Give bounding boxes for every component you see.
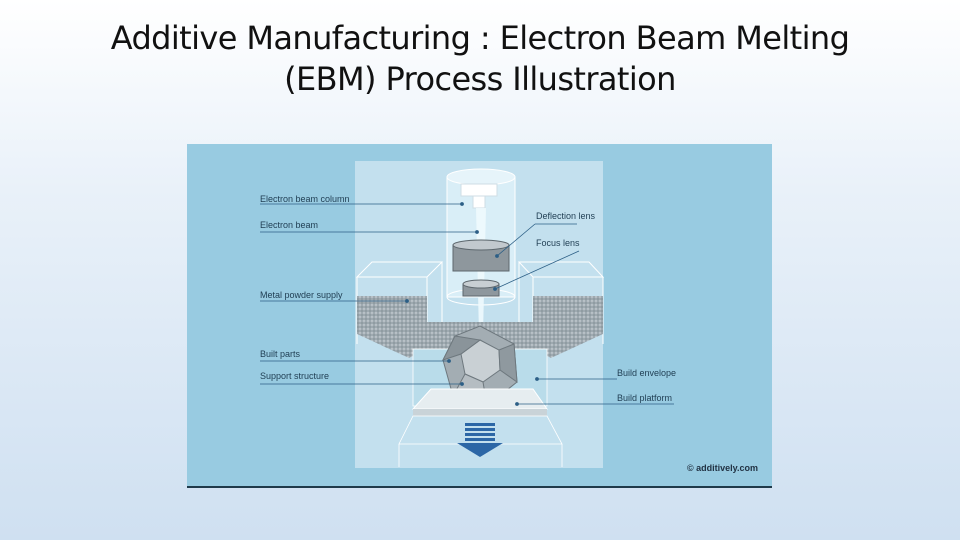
build-platform — [413, 389, 547, 416]
label-build-envelope: Build envelope — [617, 368, 676, 378]
deflection-lens — [453, 240, 509, 271]
credit-text: © additively.com — [687, 463, 758, 473]
label-build-platform: Build platform — [617, 393, 672, 403]
title-line-2: (EBM) Process Illustration — [0, 59, 960, 100]
ebm-process-diagram: Electron beam column Electron beam Metal… — [187, 144, 772, 488]
label-electron-beam-column: Electron beam column — [260, 194, 350, 204]
label-metal-powder-supply: Metal powder supply — [260, 290, 343, 300]
label-electron-beam: Electron beam — [260, 220, 318, 230]
label-focus-lens: Focus lens — [536, 238, 580, 248]
label-deflection-lens: Deflection lens — [536, 211, 595, 221]
title-line-1: Additive Manufacturing : Electron Beam M… — [0, 18, 960, 59]
label-built-parts: Built parts — [260, 349, 300, 359]
slide-title: Additive Manufacturing : Electron Beam M… — [0, 18, 960, 100]
label-support-structure: Support structure — [260, 371, 329, 381]
